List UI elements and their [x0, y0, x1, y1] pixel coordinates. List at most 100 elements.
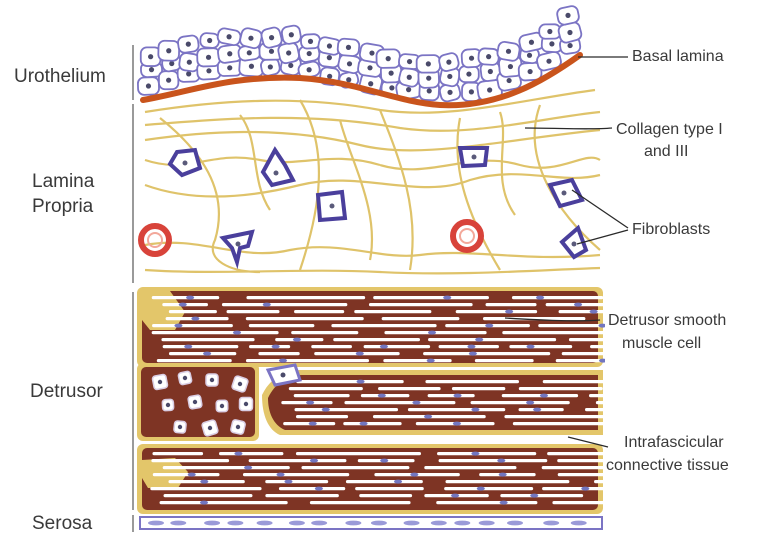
annotation-intrafascicular-1: Intrafascicular [624, 432, 724, 453]
muscle-fiber [439, 459, 548, 462]
cell-nucleus [446, 60, 451, 65]
cell-nucleus [158, 380, 162, 384]
serosa-cell [371, 521, 387, 526]
urothelial-cell [158, 41, 179, 61]
muscle-fiber [382, 317, 460, 320]
muscle-nucleus [234, 452, 242, 456]
muscle-fiber [265, 480, 328, 483]
cell-nucleus [226, 34, 231, 39]
urothelial-cell [376, 49, 400, 68]
label-serosa: Serosa [32, 512, 92, 535]
muscle-fiber [246, 296, 365, 299]
muscle-fiber [513, 422, 622, 425]
muscle-nucleus [467, 345, 475, 349]
cell-nucleus [567, 43, 572, 48]
muscle-nucleus [186, 296, 194, 300]
cell-nucleus [447, 90, 452, 95]
urothelial-cell [337, 38, 359, 56]
muscle-nucleus [356, 352, 364, 356]
annotation-detrusor-cell-1: Detrusor smooth [608, 310, 726, 331]
muscle-fiber [509, 345, 572, 348]
collagen-leader [525, 128, 612, 129]
muscle-fiber [502, 394, 578, 397]
muscle-nucleus [428, 331, 436, 335]
muscle-fiber [152, 452, 203, 455]
muscle-fiber [310, 501, 411, 504]
muscle-nucleus [277, 473, 285, 477]
cell-nucleus [227, 51, 232, 56]
cell-nucleus [488, 69, 493, 74]
fibroblast [223, 232, 252, 262]
muscle-fiber [383, 359, 451, 362]
muscle-nucleus [505, 310, 513, 314]
cell-nucleus [368, 81, 373, 86]
cell-nucleus [389, 85, 394, 90]
muscle-fiber [152, 324, 233, 327]
muscle-fiber [369, 303, 473, 306]
urothelial-cell [138, 77, 159, 95]
muscle-nucleus [179, 303, 187, 307]
muscle-fiber [163, 345, 239, 348]
muscle-cross-cell [188, 395, 203, 410]
muscle-fiber [343, 422, 401, 425]
urothelial-cell [159, 71, 179, 89]
muscle-fiber [279, 487, 345, 490]
muscle-fiber [486, 303, 537, 306]
urothelial-cell [197, 48, 220, 66]
muscle-fiber [471, 401, 570, 404]
cell-nucleus [369, 50, 374, 55]
muscle-fiber [373, 296, 489, 299]
muscle-fiber [456, 310, 537, 313]
cell-nucleus [546, 59, 551, 64]
muscle-fiber [150, 487, 261, 490]
annotation-basal-lamina: Basal lamina [632, 46, 724, 67]
muscle-nucleus [244, 466, 252, 470]
cell-nucleus [426, 61, 431, 66]
muscle-fiber [222, 303, 347, 306]
cell-nucleus [327, 55, 332, 60]
muscle-nucleus [599, 359, 607, 363]
cell-nucleus [565, 13, 570, 18]
muscle-fiber [157, 359, 232, 362]
cell-nucleus [307, 67, 312, 72]
muscle-nucleus [485, 324, 493, 328]
cell-nucleus [406, 87, 411, 92]
muscle-nucleus [500, 501, 508, 505]
muscle-fiber [152, 331, 279, 334]
muscle-cross-cell [216, 400, 228, 412]
cell-nucleus [469, 89, 474, 94]
cell-nucleus [549, 41, 554, 46]
muscle-nucleus [451, 494, 459, 498]
muscle-nucleus [477, 487, 485, 491]
annotation-fibroblasts: Fibroblasts [632, 219, 710, 240]
serosa-cell [404, 521, 420, 526]
label-urothelium: Urothelium [14, 65, 106, 88]
cell-nucleus [547, 29, 552, 34]
muscle-nucleus [315, 487, 323, 491]
vessel [453, 222, 481, 250]
vessel-lumen [460, 229, 474, 243]
cell-nucleus [149, 67, 154, 72]
muscle-fiber [475, 359, 534, 362]
muscle-fiber [151, 459, 229, 462]
cell-nucleus [527, 53, 532, 58]
cell-nucleus [386, 56, 391, 61]
muscle-fiber [446, 480, 570, 483]
urothelial-cell [417, 55, 441, 73]
cell-nucleus [249, 64, 254, 69]
muscle-nucleus [174, 324, 182, 328]
cell-nucleus [244, 402, 248, 406]
cell-nucleus [529, 40, 534, 45]
muscle-fiber [479, 473, 535, 476]
muscle-fiber [227, 310, 280, 313]
muscle-fiber [152, 296, 219, 299]
cell-nucleus [210, 378, 214, 382]
muscle-nucleus [527, 345, 535, 349]
muscle-fiber [311, 345, 352, 348]
cell-nucleus [426, 76, 431, 81]
urothelial-cell [281, 25, 302, 45]
cell-nucleus [269, 35, 274, 40]
muscle-fiber [428, 338, 556, 341]
cell-nucleus [389, 71, 394, 76]
